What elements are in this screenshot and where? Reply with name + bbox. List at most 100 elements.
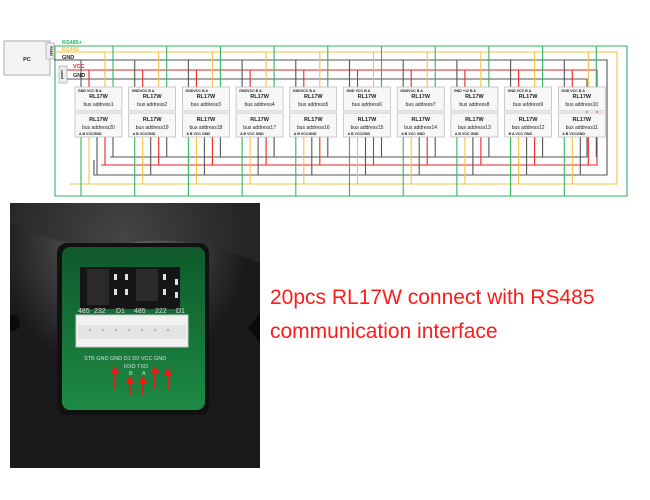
module-address: bus address16 <box>297 125 330 131</box>
pc-port-label: RS485 <box>49 46 53 56</box>
module-model: RL17W <box>465 117 484 123</box>
pin-labels: B A VCC GND <box>509 132 533 136</box>
jumper-label: D1 <box>116 308 125 315</box>
module-model: RL17W <box>250 117 269 123</box>
wiring-diagram: PC RS485 power RS485+ RS485- GND VCC GND… <box>3 40 628 197</box>
arrow-gnd2 <box>164 368 172 389</box>
pc-label: PC <box>23 57 31 63</box>
module-model: RL17W <box>89 94 108 100</box>
pin-labels: A B VCCGND <box>348 132 371 136</box>
module-address: bus address15 <box>351 125 384 131</box>
pin-labels: A B VCC GND <box>186 132 210 136</box>
pin-labels: A B VCCGND <box>562 132 585 136</box>
module-model: RL17W <box>250 94 269 100</box>
pin-labels: STB GND GND D1 D0 VCC GND <box>84 356 166 362</box>
jumper-cap-2 <box>136 269 158 301</box>
pin-labels: GND VCC B A <box>347 89 371 93</box>
module-model: RL17W <box>304 117 323 123</box>
pin-labels: GNDVCC B A <box>132 89 155 93</box>
module-model: RL17W <box>519 94 538 100</box>
module-address: bus address13 <box>458 125 491 131</box>
module-model: RL17W <box>197 117 216 123</box>
jumper-label: 485 <box>134 308 146 315</box>
arrow-a <box>139 376 147 395</box>
b-label: B <box>129 371 133 377</box>
module-model: RL17W <box>358 94 377 100</box>
module-address: bus address18 <box>189 125 222 131</box>
module-model: RL17W <box>519 117 538 123</box>
jumper-label: 222 <box>155 308 167 315</box>
pin-labels: A B VCC GND <box>455 132 479 136</box>
module-model: RL17W <box>572 94 591 100</box>
pin-labels: GNDVCC B A <box>185 89 208 93</box>
pin-labels: A B VCCGND <box>79 132 102 136</box>
power-box: power <box>58 65 68 84</box>
rs485-plus-bus <box>54 45 628 197</box>
module-model: RL17W <box>197 94 216 100</box>
module-address: bus address17 <box>243 125 276 131</box>
module-address: bus address11 <box>566 125 599 131</box>
module-model: RL17W <box>411 117 430 123</box>
module-address: bus address9 <box>513 102 543 108</box>
pin-labels: GNDVCC B A <box>239 89 262 93</box>
pin-labels: A B VCC GND <box>401 132 425 136</box>
caption-line-2: communication interface <box>270 320 498 343</box>
rs485-minus-label: RS485- <box>62 47 81 53</box>
pc-box: PC RS485 <box>3 40 55 76</box>
module-model: RL17W <box>143 117 162 123</box>
module-model: RL17W <box>358 117 377 123</box>
gnd-power-label: GND <box>73 73 85 79</box>
module-address: bus address4 <box>245 102 275 108</box>
module-model: RL17W <box>89 117 108 123</box>
jumper-label: 232 <box>94 308 106 315</box>
caption-line-1: 20pcs RL17W connect with RS485 <box>270 286 595 309</box>
pin-labels: GND VCC B A <box>508 89 532 93</box>
pin-labels: GND VCC B A <box>561 89 585 93</box>
jumper-cap-1 <box>87 269 109 305</box>
rxd-txd-labels: RXD TXD <box>124 364 148 370</box>
module-model: RL17W <box>411 94 430 100</box>
arrow-b <box>126 376 134 395</box>
jumper-label: 485 <box>78 308 90 315</box>
module-address: bus address6 <box>352 102 382 108</box>
module-address: bus address1 <box>83 102 113 108</box>
rs485-minus-bus <box>54 51 618 185</box>
power-label: power <box>60 69 64 79</box>
vcc-label: VCC <box>73 64 85 70</box>
module-address: bus address19 <box>136 125 169 131</box>
pin-labels: GND +12 B A <box>454 89 477 93</box>
rs485-plus-label: RS485+ <box>62 40 82 46</box>
module-address: bus address5 <box>298 102 328 108</box>
module-model: RL17W <box>465 94 484 100</box>
gnd-bus <box>54 59 608 176</box>
gnd-pc-label: GND <box>62 55 74 61</box>
module-address: bus address12 <box>512 125 545 131</box>
module-address: bus address3 <box>191 102 221 108</box>
module-address: bus address7 <box>406 102 436 108</box>
arrow-vcc <box>151 366 159 389</box>
module-address: bus address2 <box>137 102 167 108</box>
pin-labels: A B VCC GND <box>240 132 264 136</box>
pin-labels: GND VCC B A <box>78 89 102 93</box>
module-address: bus address14 <box>404 125 437 131</box>
